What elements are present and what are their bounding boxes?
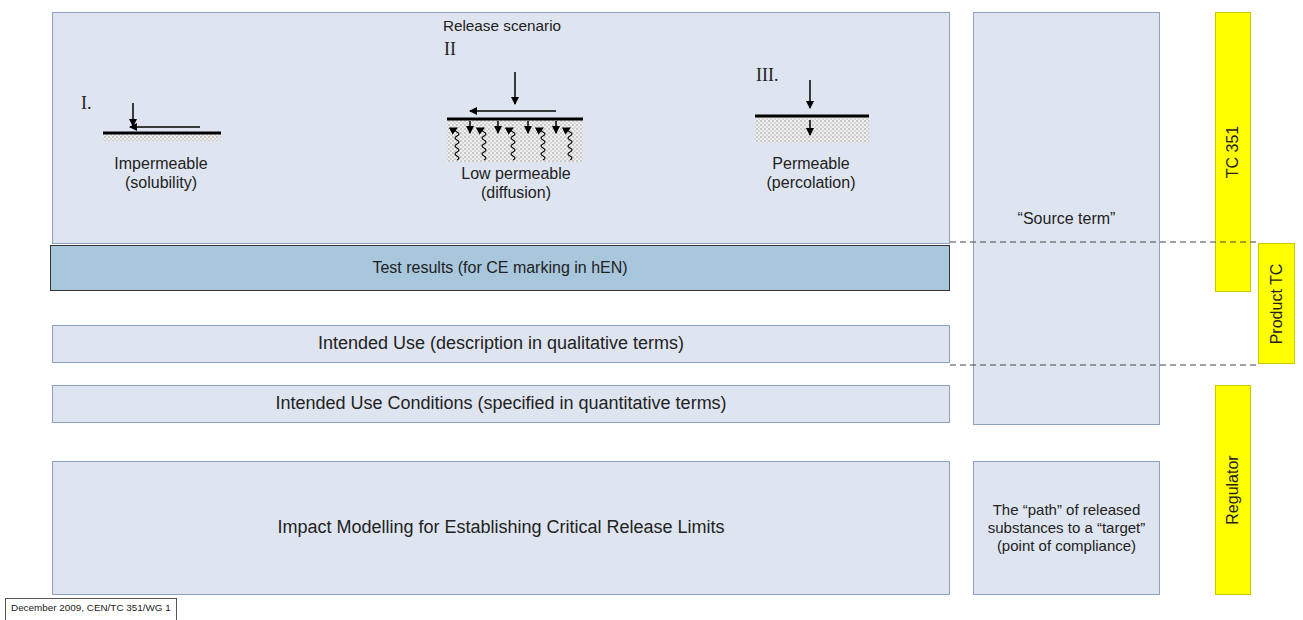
scenario-label: Impermeable (solubility) xyxy=(106,154,216,192)
box-label: The “path” of released substances to a “… xyxy=(982,501,1151,555)
scenario-number: II xyxy=(444,39,484,61)
tc351-bar: TC 351 xyxy=(1215,12,1251,292)
bar-label: TC 351 xyxy=(1223,126,1242,178)
bar-label: Regulator xyxy=(1223,455,1242,524)
section-title: Release scenario xyxy=(53,17,951,35)
test-results-band: Test results (for CE marking in hEN) xyxy=(50,245,950,291)
impact-modelling-box: Impact Modelling for Establishing Critic… xyxy=(52,461,950,595)
scenario-number: III. xyxy=(756,65,806,87)
bar-label: Product TC xyxy=(1267,263,1286,344)
box-label: Intended Use (description in qualitative… xyxy=(61,333,941,355)
path-box: The “path” of released substances to a “… xyxy=(973,461,1160,595)
box-label: Impact Modelling for Establishing Critic… xyxy=(61,517,941,539)
product-tc-bar: Product TC xyxy=(1258,243,1295,364)
intended-use-box: Intended Use (description in qualitative… xyxy=(52,325,950,363)
regulator-bar: Regulator xyxy=(1215,385,1251,595)
source-term-box: “Source term” xyxy=(973,12,1160,425)
box-label: Test results (for CE marking in hEN) xyxy=(59,258,941,277)
box-label: Intended Use Conditions (specified in qu… xyxy=(61,393,941,415)
scenario-label: Low permeable (diffusion) xyxy=(456,164,576,202)
scenario-number: I. xyxy=(81,93,121,115)
scenario-label: Permeable (percolation) xyxy=(756,154,866,192)
date-note: December 2009, CEN/TC 351/WG 1 xyxy=(6,599,176,617)
box-label: “Source term” xyxy=(982,209,1151,228)
use-conditions-box: Intended Use Conditions (specified in qu… xyxy=(52,385,950,423)
date-note-box: December 2009, CEN/TC 351/WG 1 xyxy=(5,598,177,620)
